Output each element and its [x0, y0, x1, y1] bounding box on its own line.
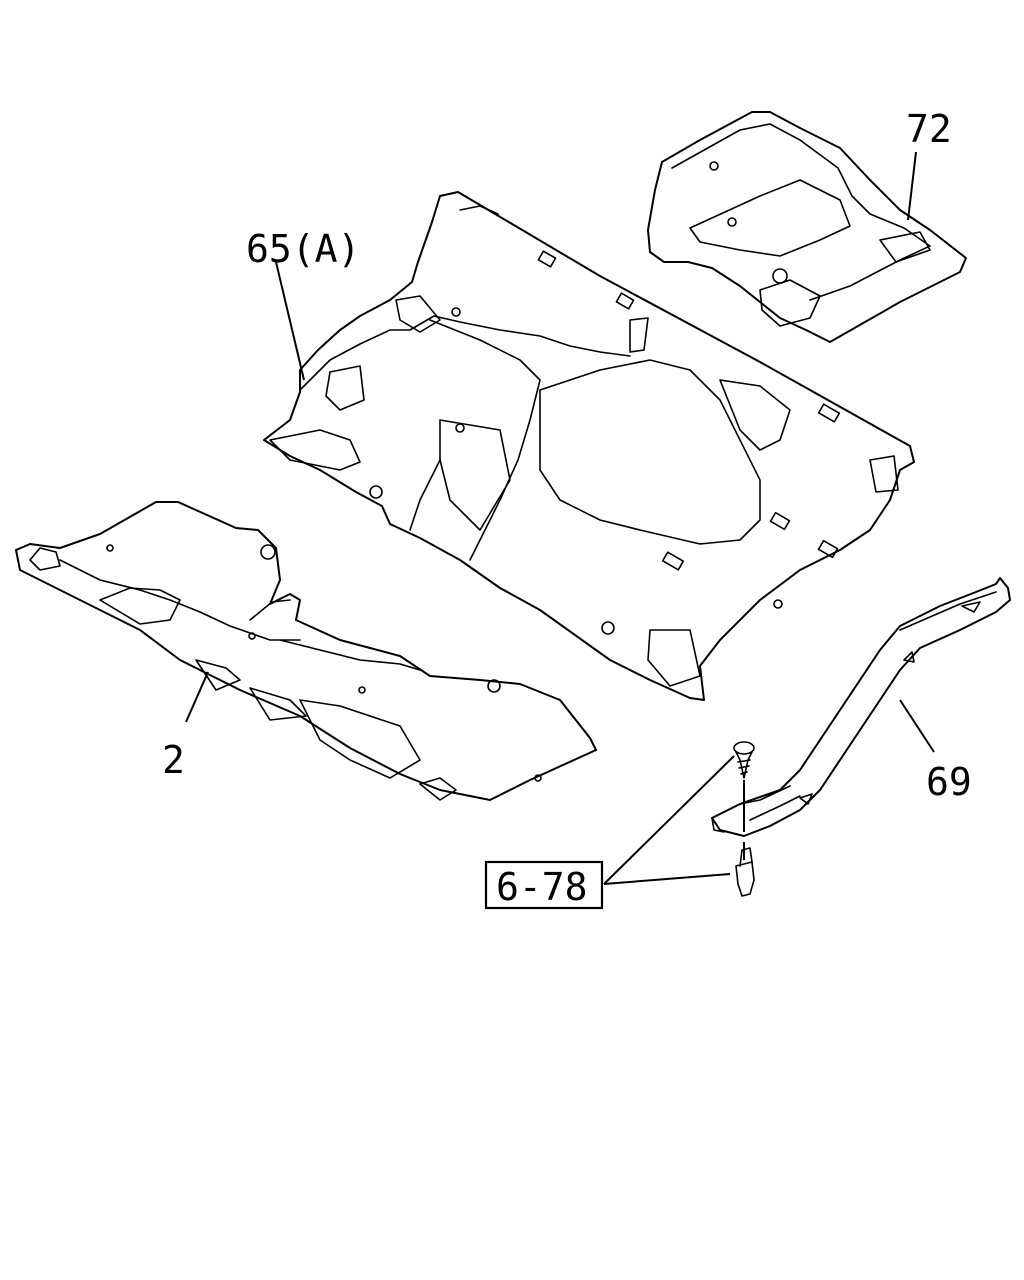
leader-2	[185, 671, 209, 723]
leader-69	[899, 699, 935, 753]
leader-6-78-clip	[603, 873, 731, 885]
part-65a-panel[interactable]	[263, 191, 915, 701]
callout-65a: 65(A)	[246, 227, 360, 271]
leader-72	[907, 151, 917, 221]
leader-6-78-screw	[603, 755, 735, 885]
part-72-panel[interactable]	[647, 111, 967, 343]
callout-6-78: 6-78	[496, 865, 588, 909]
fastener-clip[interactable]	[735, 847, 755, 897]
part-69-rail[interactable]	[711, 577, 1011, 837]
ref-box-6-78[interactable]	[484, 860, 604, 910]
leader-65a	[275, 261, 305, 381]
callout-72: 72	[906, 107, 952, 151]
callout-2: 2	[162, 738, 185, 782]
fastener-screw[interactable]	[733, 741, 755, 779]
part-2-panel[interactable]	[15, 501, 597, 801]
callout-69: 69	[926, 760, 972, 804]
